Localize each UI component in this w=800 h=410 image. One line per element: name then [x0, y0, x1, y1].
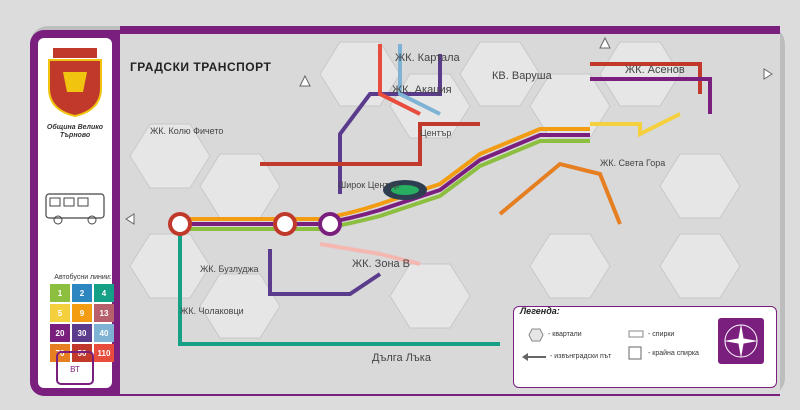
- route-badge: 1: [50, 284, 70, 302]
- place-cholakovtsi: ЖК. Чолаковци: [180, 306, 244, 316]
- place-dalga-laka: Дълга Лъка: [372, 352, 431, 364]
- legend-terminal: - крайна спирка: [648, 350, 699, 357]
- terminal-stop-icon: [628, 346, 642, 360]
- route-badge: 110: [94, 344, 114, 362]
- district-hex-icon: [528, 328, 544, 342]
- legend-districts: - квартали: [548, 331, 582, 338]
- route-badge: 9: [72, 304, 92, 322]
- map-area: [120, 34, 780, 394]
- place-shirok-tsentar: Широк Център: [338, 180, 400, 190]
- place-zona-v: ЖК. Зона В: [352, 258, 411, 270]
- bus-icon: [45, 193, 105, 225]
- route-badge: 13: [94, 304, 114, 322]
- place-kartala: ЖК. Картала: [395, 52, 460, 64]
- terminal-rings: [168, 212, 342, 236]
- stadium-icon: [383, 180, 427, 200]
- legend-title: Легенда:: [520, 306, 560, 316]
- route-badge: 4: [94, 284, 114, 302]
- place-varusha: КВ. Варуша: [492, 70, 552, 82]
- place-akatsia: ЖК. Акация: [392, 84, 452, 96]
- place-sveta-gora: ЖК. Света Гора: [600, 158, 666, 168]
- top-border: [120, 26, 780, 34]
- route-badge: 30: [72, 324, 92, 342]
- coat-of-arms-icon: [48, 48, 102, 118]
- compass-icon: [718, 318, 764, 364]
- stop-icon: [628, 330, 644, 338]
- map-title: ГРАДСКИ ТРАНСПОРТ: [130, 60, 272, 74]
- road-arrows: [125, 36, 773, 225]
- sidebar: Община Велико Търново Автобусни линии: 1…: [30, 30, 120, 396]
- svg-text:ВТ: ВТ: [70, 365, 80, 374]
- place-buzludzha: ЖК. Бузлуджа: [200, 264, 259, 274]
- legend-stops: - спирки: [648, 331, 675, 338]
- sidebar-panel: Община Велико Търново Автобусни линии: 1…: [38, 38, 114, 388]
- bus-lines-caption: Автобусни линии:: [54, 274, 112, 281]
- place-asenov: ЖК. Асенов: [625, 64, 685, 76]
- route-badge: 20: [50, 324, 70, 342]
- district-grid: [129, 41, 741, 339]
- municipality-label: Община Велико Търново: [46, 124, 104, 139]
- route-badge: 5: [50, 304, 70, 322]
- seal-icon: ВТ: [56, 351, 94, 385]
- route-badge: 40: [94, 324, 114, 342]
- route-badge: 2: [72, 284, 92, 302]
- place-kolyu-ficheto: ЖК. Колю Фичето: [150, 126, 224, 136]
- bus-routes: [170, 44, 712, 346]
- place-tsentar: Център: [420, 128, 452, 138]
- road-arrow-icon: [522, 353, 546, 361]
- legend-road: - извънградски път: [550, 353, 612, 360]
